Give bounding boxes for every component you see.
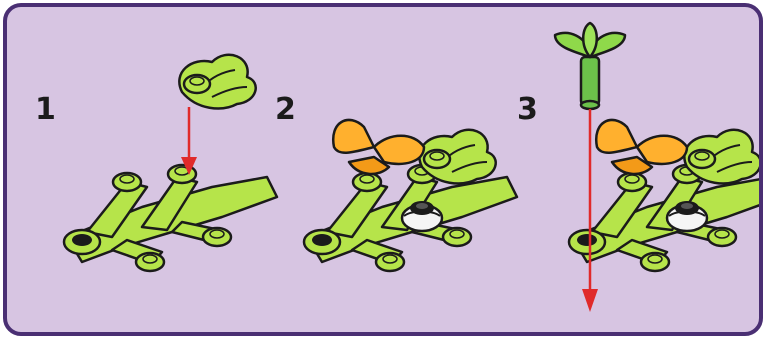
step-2-illustration bbox=[304, 120, 517, 271]
leaf-piece bbox=[419, 130, 495, 184]
step-1-illustration bbox=[64, 55, 277, 271]
step-3-illustration bbox=[555, 23, 763, 312]
step-number-2: 2 bbox=[275, 95, 296, 125]
branch-piece bbox=[64, 165, 277, 271]
step-number-1: 1 bbox=[35, 95, 56, 125]
leaf-piece bbox=[684, 130, 760, 184]
green-sprout-piece bbox=[555, 23, 625, 109]
butterfly-piece bbox=[596, 120, 687, 174]
build-illustration bbox=[7, 7, 763, 336]
instruction-panel: 1 2 3 bbox=[3, 3, 763, 336]
butterfly-piece bbox=[333, 120, 424, 174]
arrowhead-icon bbox=[582, 289, 598, 312]
step-number-3: 3 bbox=[517, 95, 538, 125]
leaf-piece bbox=[179, 55, 255, 109]
